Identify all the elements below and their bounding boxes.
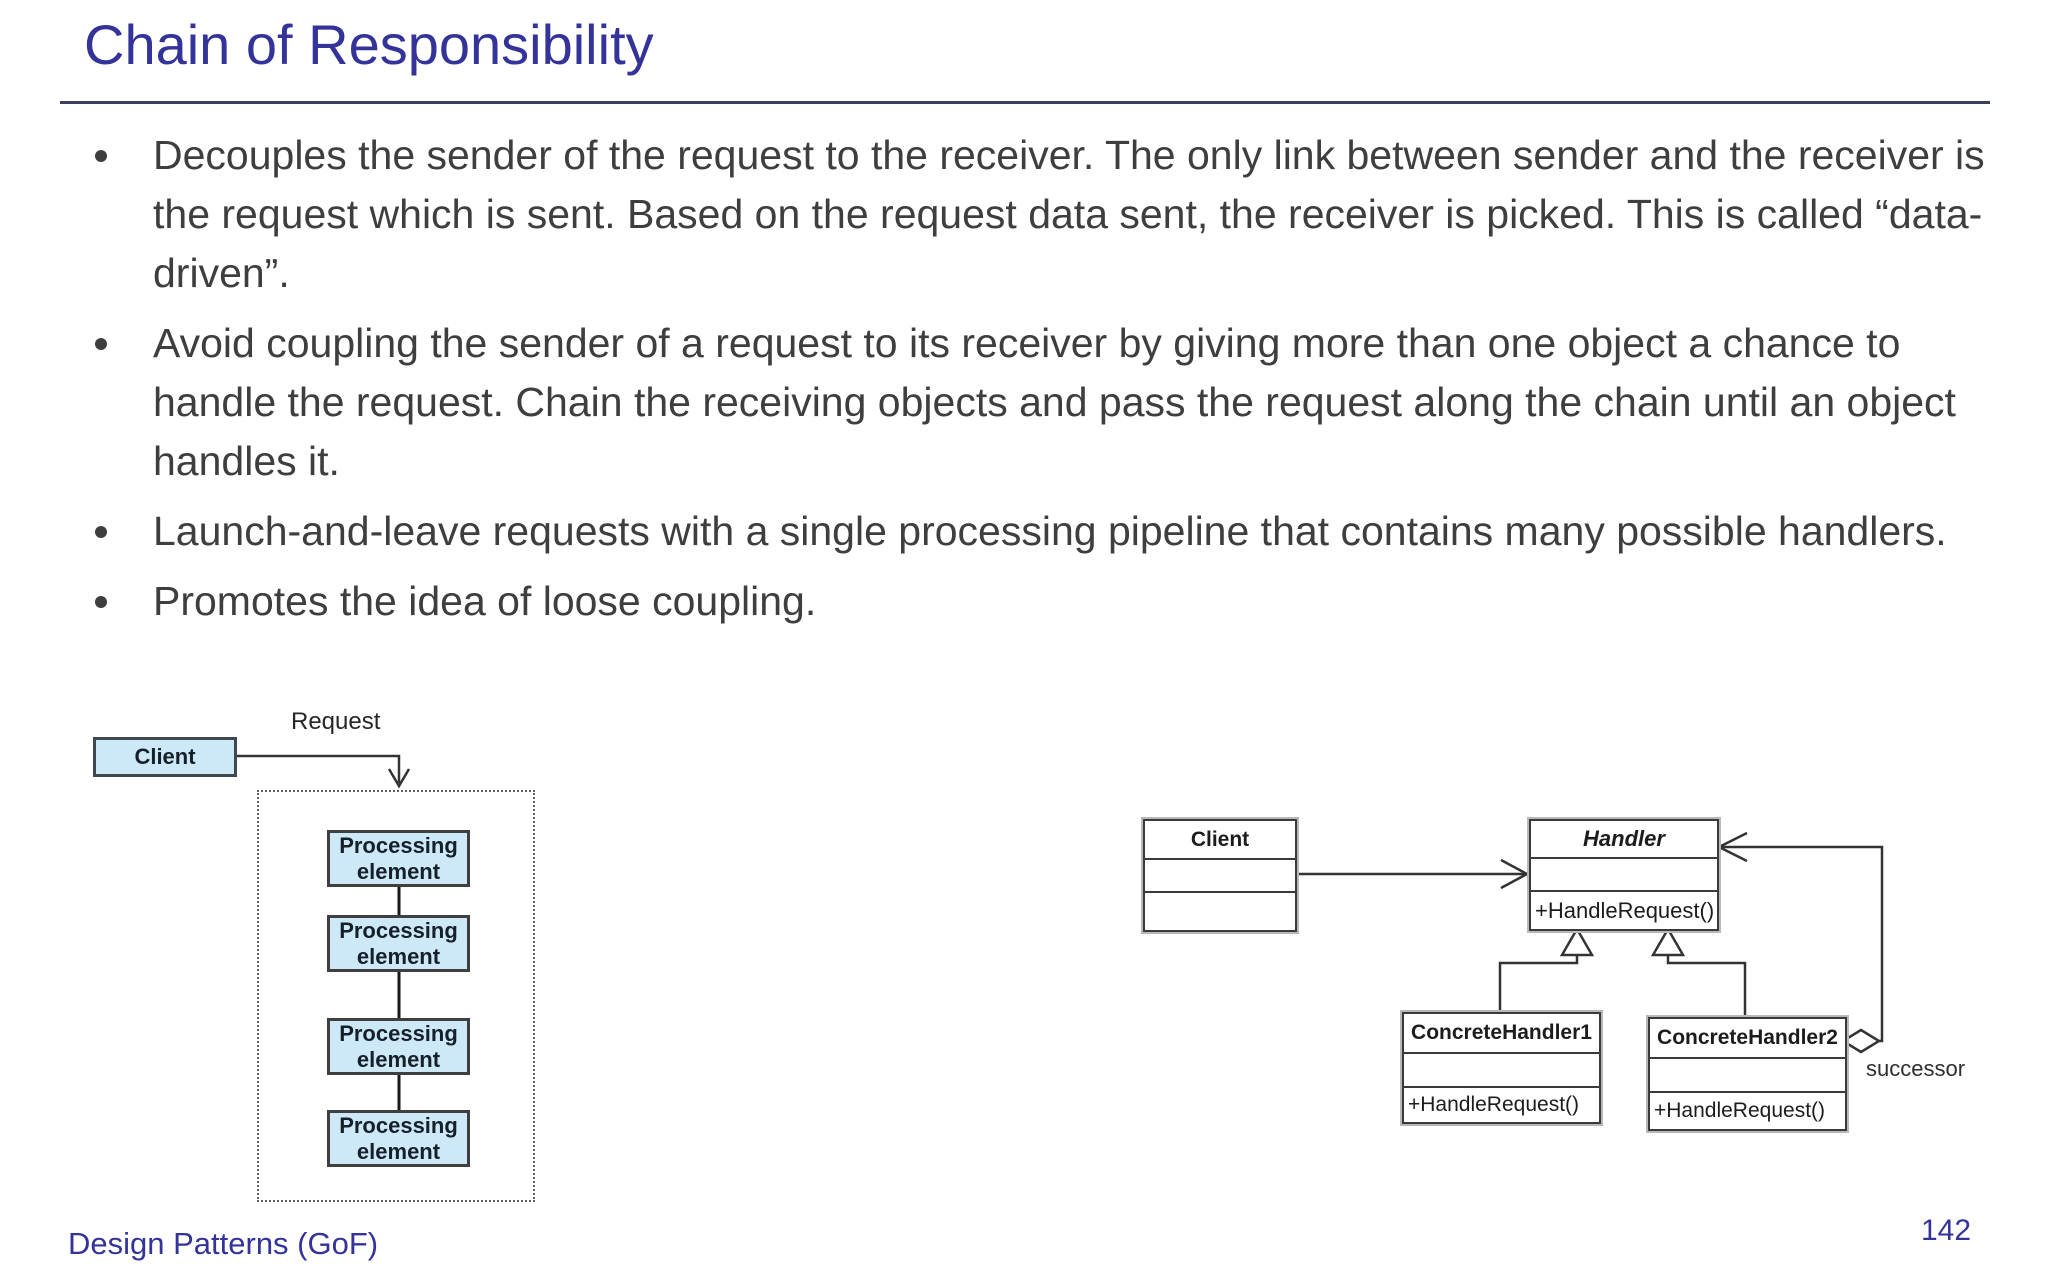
processing-element-box: Processing element	[327, 830, 470, 887]
uml-methods-compartment	[1145, 893, 1295, 930]
bullet-list: Decouples the sender of the request to t…	[92, 126, 1992, 642]
successor-label: successor	[1866, 1056, 1966, 1081]
processing-element-label: Processing element	[339, 1112, 458, 1164]
uml-method-label: +HandleRequest()	[1535, 897, 1715, 923]
uml-method-label: +HandleRequest()	[1408, 1093, 1580, 1116]
uml-attributes-compartment	[1650, 1059, 1845, 1093]
processing-element-label: Processing element	[339, 832, 458, 884]
pipeline-dotted-region	[257, 790, 535, 1202]
flow-client-box: Client	[93, 737, 237, 777]
bullet-dot-icon	[95, 596, 107, 608]
uml-class-concrete-handler-1: ConcreteHandler1 +HandleRequest()	[1402, 1012, 1601, 1124]
processing-element-label: Processing element	[339, 917, 458, 969]
footer-text: Design Patterns (GoF)	[68, 1226, 379, 1261]
processing-element-box: Processing element	[327, 1018, 470, 1075]
bullet-item: Promotes the idea of loose coupling.	[92, 572, 1992, 631]
bullet-dot-icon	[95, 150, 107, 162]
uml-class-name: ConcreteHandler2	[1650, 1019, 1845, 1059]
processing-element-box: Processing element	[327, 1110, 470, 1167]
uml-class-client: Client	[1143, 819, 1297, 932]
uml-class-name: Handler	[1531, 821, 1717, 859]
uml-inheritance-connectors	[1498, 926, 1747, 1016]
flow-request-connector	[233, 754, 411, 789]
bullet-text: Promotes the idea of loose coupling.	[153, 578, 817, 624]
uml-attributes-compartment	[1145, 860, 1295, 893]
uml-class-handler: Handler +HandleRequest()	[1529, 819, 1719, 931]
uml-class-concrete-handler-2: ConcreteHandler2 +HandleRequest()	[1648, 1017, 1847, 1131]
processing-element-box: Processing element	[327, 915, 470, 972]
uml-class-name: ConcreteHandler1	[1404, 1014, 1599, 1054]
bullet-item: Avoid coupling the sender of a request t…	[92, 314, 1992, 491]
bullet-item: Launch-and-leave requests with a single …	[92, 502, 1992, 561]
title-divider	[60, 101, 1990, 104]
bullet-text: Avoid coupling the sender of a request t…	[153, 320, 1956, 484]
bullet-text: Launch-and-leave requests with a single …	[153, 508, 1947, 554]
inheritance-triangle-icon	[1650, 926, 1686, 957]
bullet-dot-icon	[95, 338, 107, 350]
bullet-dot-icon	[95, 526, 107, 538]
uml-successor-connector	[1716, 831, 1884, 1054]
page-title: Chain of Responsibility	[84, 13, 654, 76]
aggregation-diamond-icon	[1840, 1028, 1882, 1054]
processing-element-label: Processing element	[339, 1020, 458, 1072]
uml-attributes-compartment	[1531, 859, 1717, 892]
uml-client-handler-connector	[1293, 858, 1530, 890]
uml-attributes-compartment	[1404, 1054, 1599, 1088]
uml-class-name: Client	[1145, 821, 1295, 860]
request-label: Request	[291, 708, 381, 735]
bullet-item: Decouples the sender of the request to t…	[92, 126, 1992, 303]
bullet-text: Decouples the sender of the request to t…	[153, 132, 1985, 296]
inheritance-triangle-icon	[1559, 926, 1595, 957]
uml-method-label: +HandleRequest()	[1654, 1099, 1826, 1122]
page-number: 142	[1921, 1214, 1972, 1247]
